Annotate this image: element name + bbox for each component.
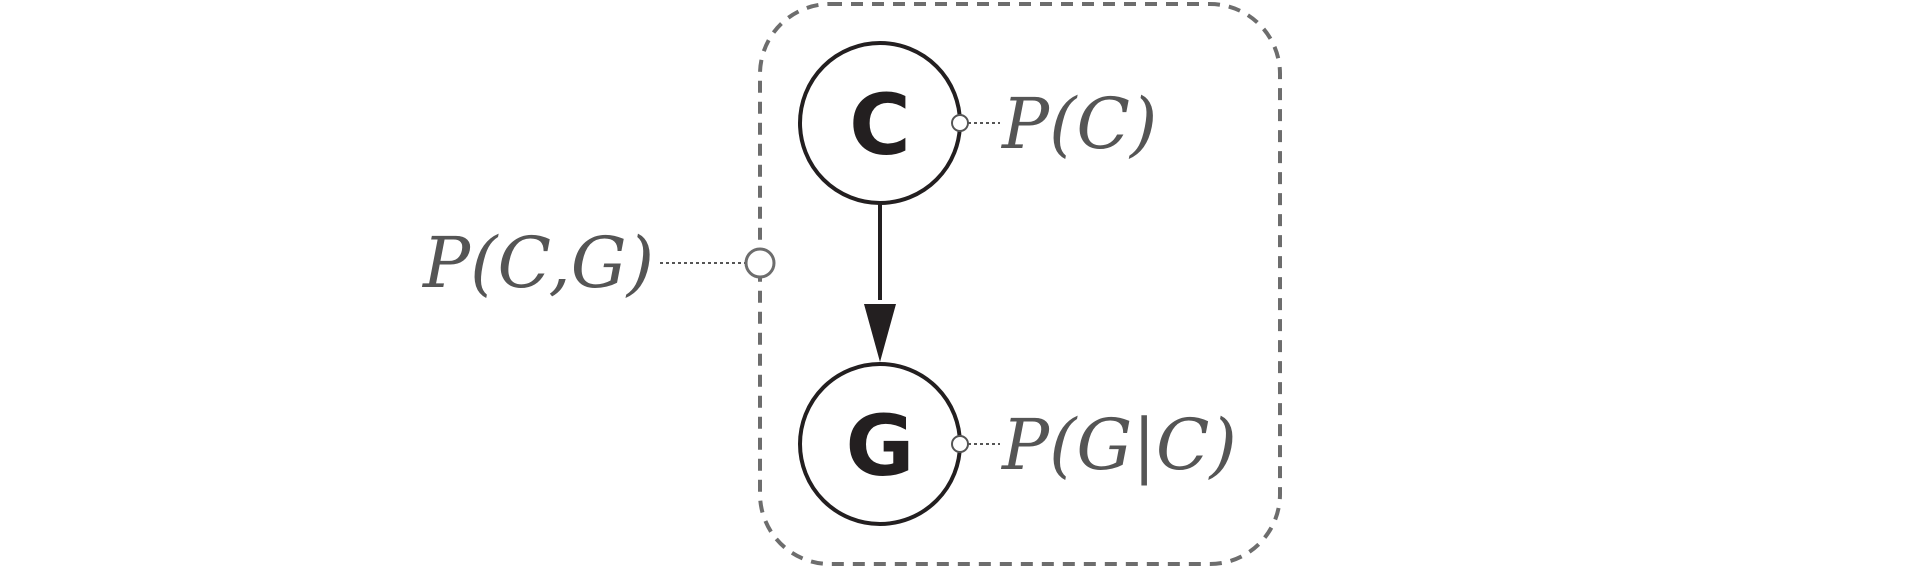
conditional-g-label: P(G|C) [1000, 404, 1237, 486]
node-c-label: C [849, 76, 911, 174]
edge-c-to-g-arrowhead [864, 304, 896, 362]
prior-c-label: P(C) [1000, 83, 1157, 165]
joint-distribution-boundary [758, 2, 1282, 566]
node-c[interactable]: C [798, 41, 962, 205]
joint-anchor [744, 247, 776, 279]
node-g[interactable]: G [798, 362, 962, 526]
joint-label: P(C,G) [421, 222, 654, 304]
conditional-g-anchor [951, 435, 969, 453]
node-g-label: G [846, 397, 915, 495]
prior-c-anchor [951, 114, 969, 132]
